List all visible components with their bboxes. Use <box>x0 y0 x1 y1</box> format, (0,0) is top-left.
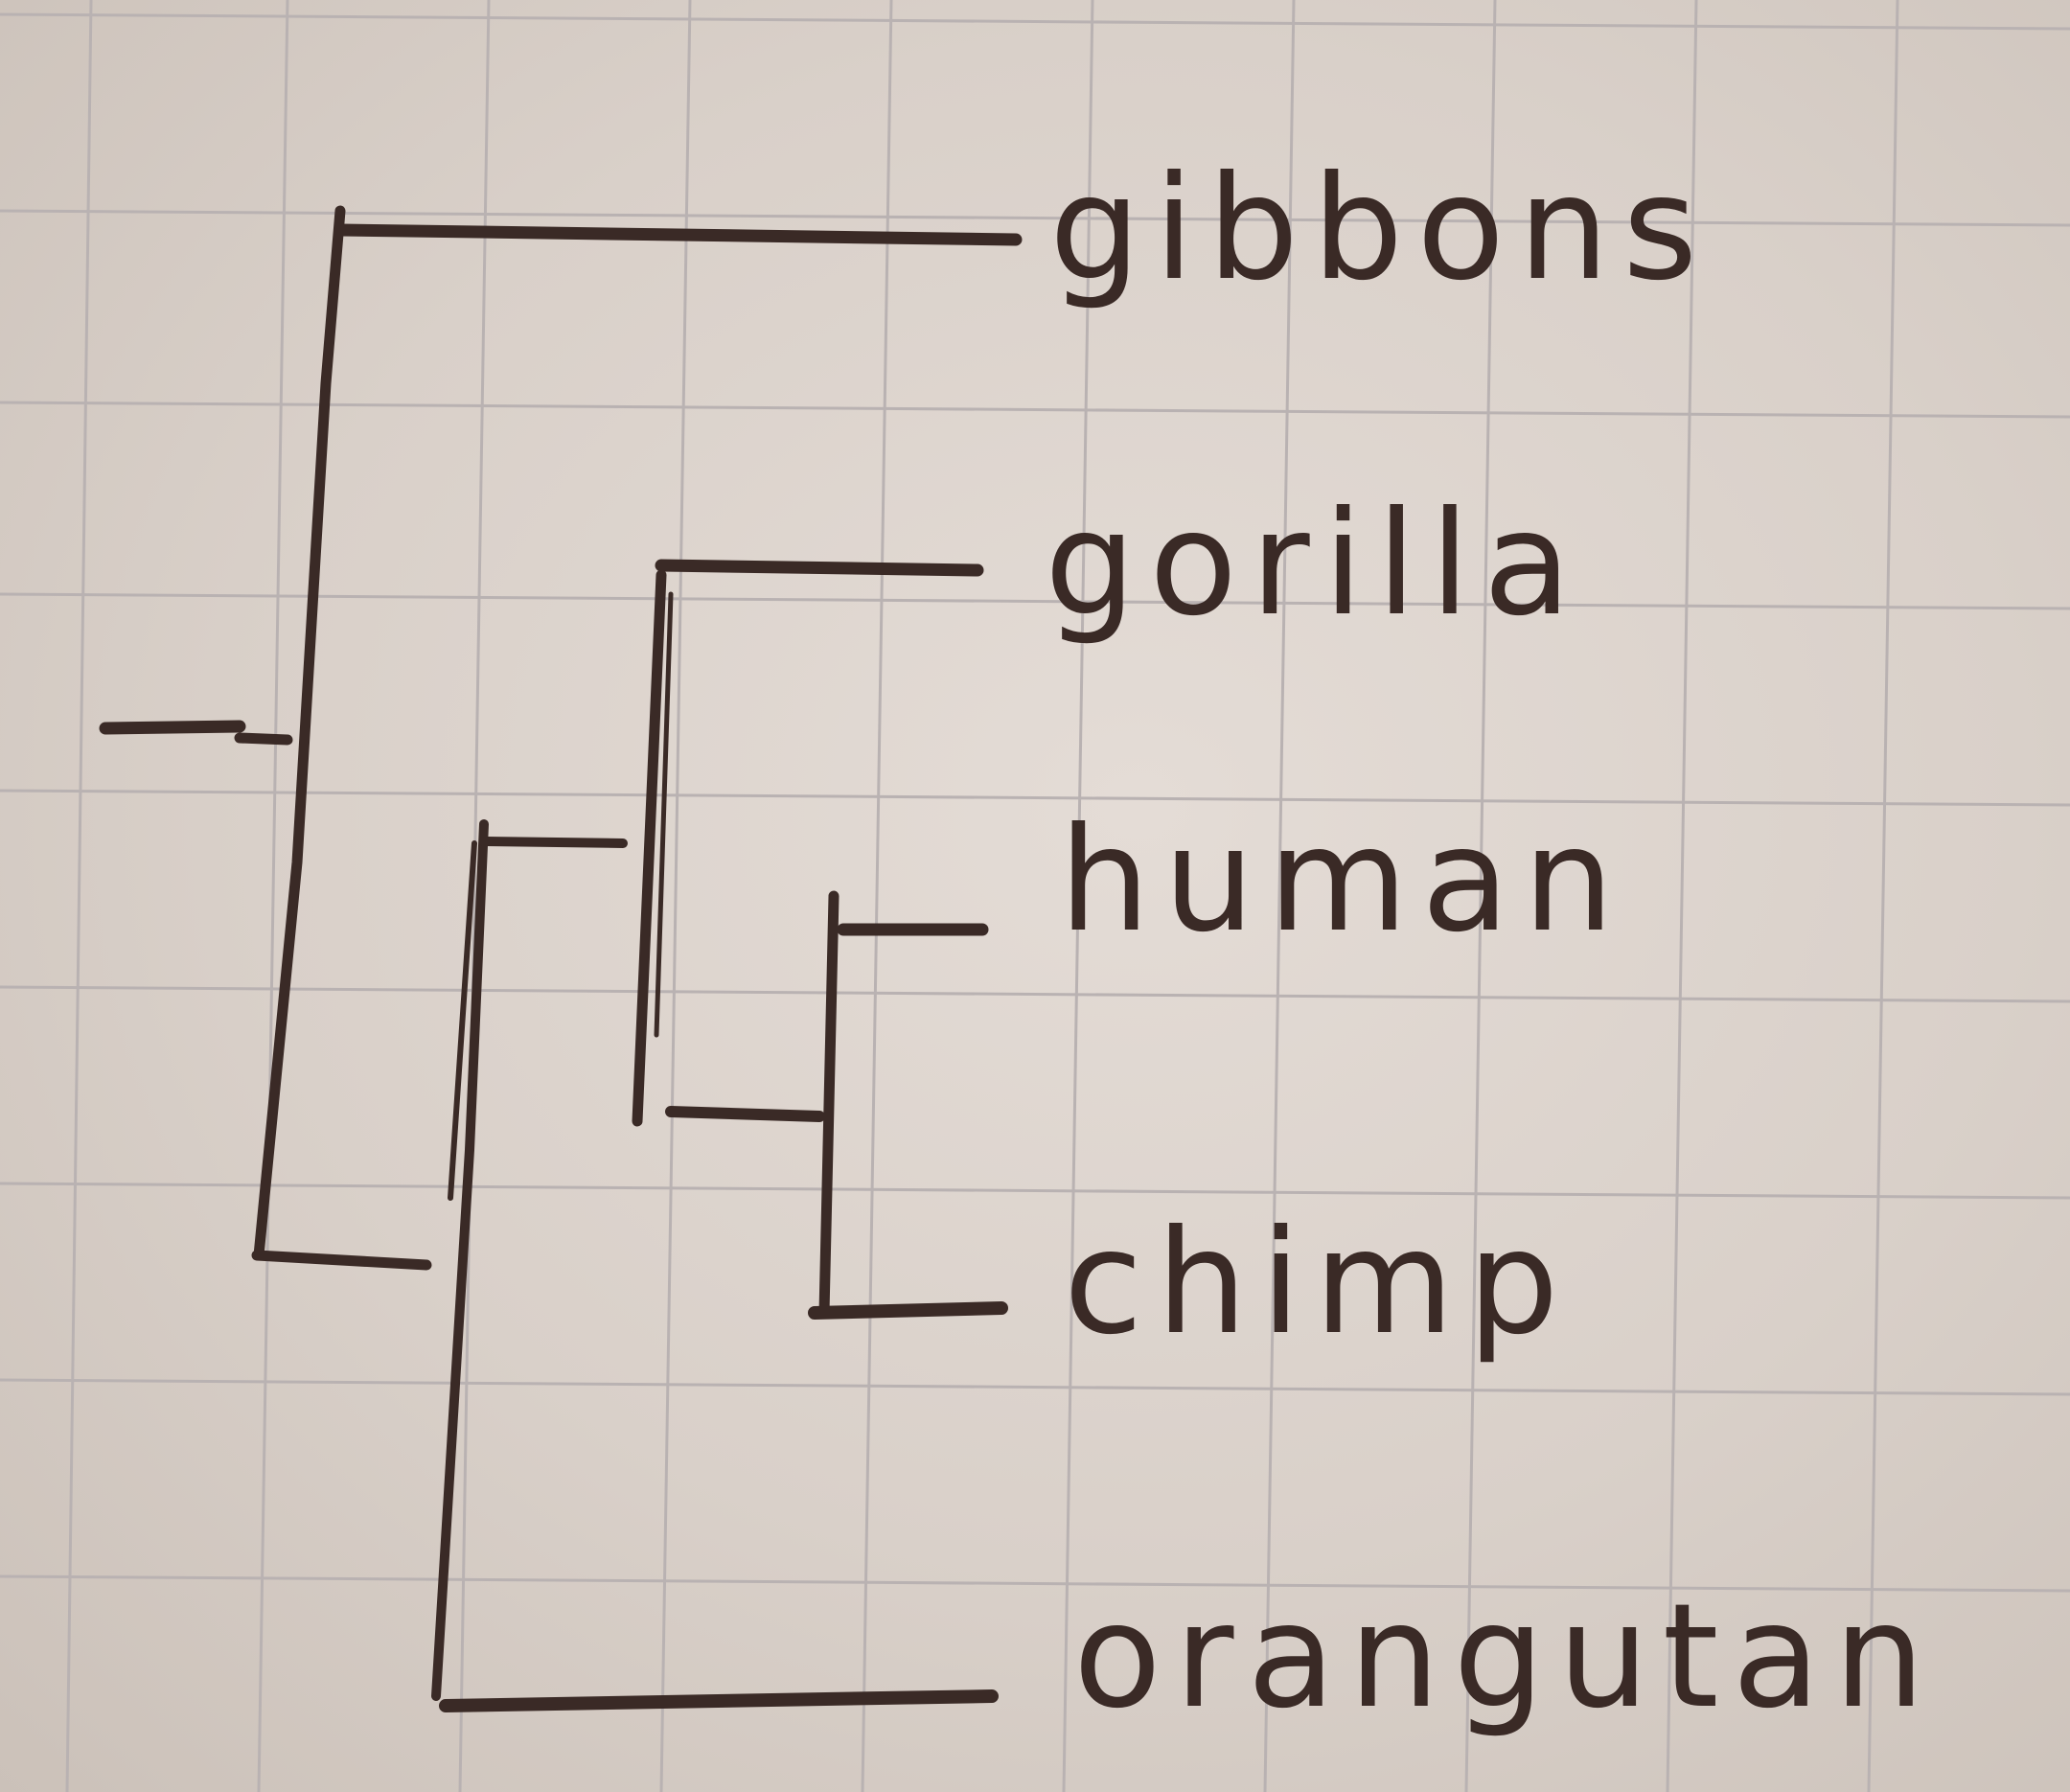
gibbons-branch <box>334 223 1023 246</box>
root-to-outer-node <box>234 732 293 746</box>
orangutan-node-vertical-b <box>448 840 477 1201</box>
tree-branches <box>99 205 1023 1712</box>
taxon-label-gorilla: gorilla <box>1045 481 1585 648</box>
orangutan-node-vertical <box>431 819 489 1701</box>
orangutan-branch <box>439 1689 999 1712</box>
taxon-label-human: human <box>1059 797 1627 964</box>
taxon-labels: gibbons gorilla human chimp orangutan <box>1045 146 1939 1740</box>
ape-node-link <box>479 837 628 848</box>
chimp-branch <box>808 1301 1008 1320</box>
hominin-node-vertical <box>818 890 840 1319</box>
taxon-label-chimp: chimp <box>1064 1200 1573 1367</box>
outer-node-vertical <box>253 205 346 1261</box>
gorilla-node-vertical-b <box>654 591 674 1038</box>
gorilla-branch <box>655 559 984 577</box>
gorilla-node-vertical <box>632 569 667 1127</box>
hominin-node-link <box>665 1106 825 1122</box>
outer-node-bottom-link <box>251 1250 432 1271</box>
taxon-label-gibbons: gibbons <box>1049 146 1711 312</box>
root-stem <box>99 720 246 735</box>
taxon-label-orangutan: orangutan <box>1073 1574 1939 1740</box>
